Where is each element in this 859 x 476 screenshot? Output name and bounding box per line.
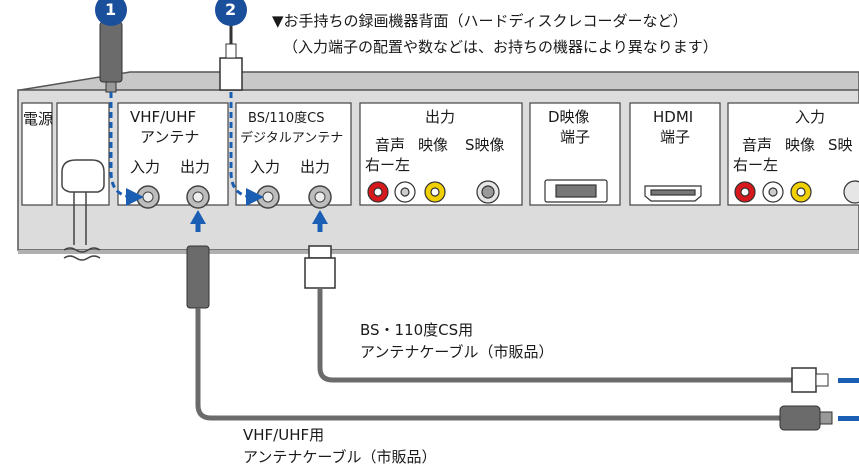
output-lr-label: 右ー左 [365,156,411,174]
panel-frames [56,102,859,206]
vhf-in-label: 入力 [130,158,161,176]
output-rca-jacks [367,180,500,204]
hdmi-subtitle: 端子 [660,128,691,146]
output-video-label: 映像 [418,136,449,154]
input-audio-label: 音声 [742,136,773,154]
input-video-label: 映像 [785,136,816,154]
vhf-cable [186,210,859,431]
d-video-title: D映像 [548,108,590,126]
bs-out-jack [308,185,332,209]
step-1-number: 1 [105,0,117,19]
input-title: 入力 [795,108,826,126]
power-panel [21,102,53,206]
vhf-subtitle: アンテナ [140,128,200,146]
bs-out-label: 出力 [300,158,331,176]
plug-1-cable [99,21,144,206]
vhf-cable-caption-2: アンテナケーブル（市販品） [243,448,437,466]
bs-cable-caption-1: BS・110度CS用 [360,321,474,339]
output-title: 出力 [425,108,456,126]
bs-cable-caption-2: アンテナケーブル（市販品） [360,343,554,361]
output-audio-label: 音声 [375,136,406,154]
input-rca-jacks [734,180,859,204]
bs-title: BS/110度CS [248,111,325,126]
hdmi-title: HDMI [653,108,694,126]
bs-cable [304,210,859,393]
d-video-connector [544,179,608,203]
header-line-1: ▼お手持ちの録画機器背面（ハードディスクレコーダーなど） [272,12,688,30]
step-2-number: 2 [225,0,237,19]
d-video-subtitle: 端子 [560,128,591,146]
vhf-out-label: 出力 [180,158,211,176]
power-label: 電源 [23,110,54,128]
input-lr-label: 右ー左 [733,156,779,174]
bs-in-label: 入力 [250,158,281,176]
vhf-out-jack [186,185,210,209]
step-badge-2 [215,0,247,26]
bs-subtitle: デジタルアンテナ [240,131,344,146]
input-svideo-label: S映 [828,136,853,154]
vhf-title: VHF/UHF [130,108,197,126]
vhf-cable-caption-1: VHF/UHF用 [243,426,325,444]
header-line-2: （入力端子の配置や数などは、お持ちの機器により異なります） [283,38,718,56]
step-badge-1 [95,0,127,26]
power-cord [61,159,105,261]
hdmi-connector [644,185,702,202]
vhf-in-jack [136,185,160,209]
plug-2-cable [219,20,264,206]
bs-in-jack [256,185,280,209]
output-svideo-label: S映像 [465,136,505,154]
